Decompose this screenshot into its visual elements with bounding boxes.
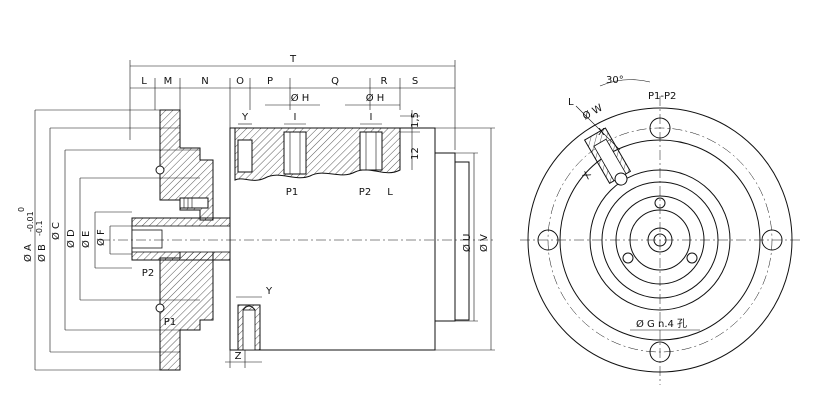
dim-P: P [267,76,273,87]
port-P1P2-side: P1-P2 [648,91,676,102]
dim-I-left: I [294,112,297,123]
dim-R: R [381,76,388,87]
dim-Y-bottom: Y [265,286,273,297]
screw [179,197,209,209]
port-P2-top: P2 [359,187,371,198]
dim-D: Ø D [65,229,77,248]
top-dimensions: T L M N O P Q R S Ø H Ø H I I Y 1,5 [129,54,456,198]
dim-N: N [201,76,208,87]
side-view: 30° P1-P2 L Ø W X X Ø G n.4 孔 [520,75,800,385]
port-bore-left [283,131,307,175]
dim-A-tol-top: 0 [17,207,26,212]
dim-1-5: 1,5 [410,112,421,128]
top-section-hatch [234,127,401,181]
flange-hole-bottom [155,303,165,313]
dim-L-right: L [387,187,393,198]
dim-angle: 30° [606,75,624,86]
dim-W: Ø W [581,102,605,123]
dim-B: Ø B [36,244,48,262]
dim-H-right: Ø H [366,92,385,104]
dim-Y-top: Y [241,112,249,123]
right-diameter-dimensions: Ø U Ø V [435,127,495,351]
port-P2-flange: P2 [142,268,154,279]
dim-S: S [412,76,418,87]
right-end-plate [454,161,470,321]
dim-H-left: Ø H [291,92,310,104]
port-bore-small [237,139,253,173]
dim-Q: Q [331,76,339,87]
dim-G: Ø G n.4 孔 [636,318,687,330]
dim-T: T [289,54,297,65]
dim-V: Ø V [478,234,490,252]
port-P1-flange: P1 [164,317,176,328]
dim-O: O [236,76,244,87]
left-diameter-dimensions: Ø A 0 -0.01 Ø B -0.1 Ø C Ø D Ø E Ø F P2 … [17,109,200,371]
port-P1-top: P1 [286,187,298,198]
dim-U: Ø U [461,234,473,252]
dim-L: L [141,76,147,87]
section-view [100,109,495,371]
dim-F: Ø F [95,229,107,246]
dim-X: X [598,127,605,138]
bottom-dimensions: Y Z [225,286,273,368]
dim-E: Ø E [80,231,92,248]
dim-C: Ø C [50,222,62,240]
port-detail [583,127,632,186]
dim-Z: Z [235,351,242,362]
dim-A: Ø A [22,244,34,262]
dim-12: 12 [410,147,421,160]
dim-X-bottom: X [581,170,594,182]
shaft-bore [131,229,163,249]
dim-A-tol-bottom: -0.01 [26,211,35,232]
dim-M: M [164,76,173,87]
right-collar [434,152,456,322]
dim-L-side: L [568,97,574,108]
flange-hole-top [155,165,165,175]
port-bore-right [359,131,383,171]
dim-I-right: I [370,112,373,123]
dim-B-tol: -0.1 [35,220,44,236]
